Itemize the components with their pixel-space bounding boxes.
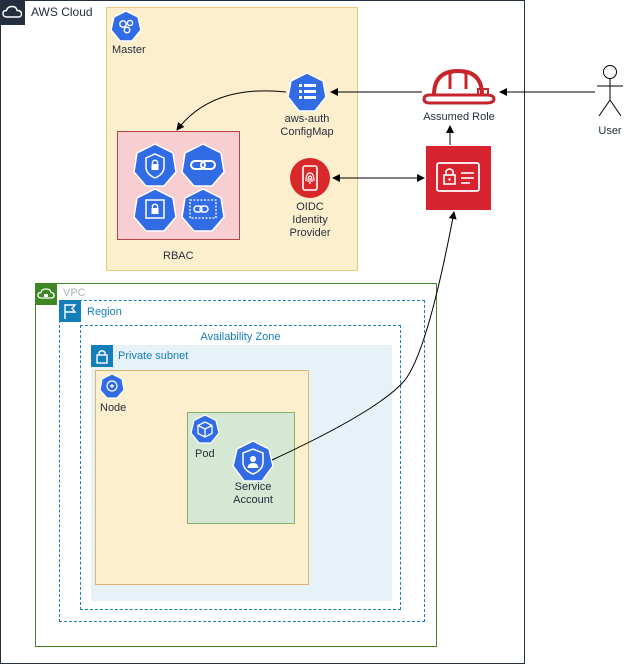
fingerprint-phone-icon [289, 157, 331, 199]
aws-auth-label-line2: ConfigMap [280, 126, 334, 138]
padlock-icon [91, 345, 113, 367]
hard-hat-icon [420, 63, 498, 109]
service-account-to-iam-arrow [271, 211, 457, 461]
rbac-label: RBAC [163, 250, 194, 262]
availability-zone-group [80, 325, 401, 610]
pod-label: Pod [195, 448, 215, 460]
node-label: Node [100, 402, 127, 414]
stick-figure-icon [595, 64, 624, 122]
assumed-role-label: Assumed Role [423, 111, 495, 123]
private-subnet-label: Private subnet [118, 350, 189, 362]
user-label: User [598, 125, 622, 137]
configmap-to-rbac-arrow [176, 90, 287, 131]
kubernetes-icon [110, 10, 142, 42]
region-label: Region [87, 306, 122, 318]
oidc-label-line2: Identity [292, 214, 328, 226]
service-account-label-line2: Account [233, 494, 273, 506]
service-account-label-line1: Service [234, 481, 272, 493]
flag-icon [59, 300, 81, 322]
rbac-icons [133, 143, 229, 233]
oidc-label-line3: Provider [289, 227, 331, 239]
aws-cloud-group [0, 0, 525, 664]
vpc-lock-cloud-icon [35, 283, 57, 305]
node-kubernetes-icon [99, 373, 125, 399]
binding-icon [181, 188, 225, 232]
iam-credential-icon [426, 146, 491, 210]
person-icon [232, 440, 274, 482]
cloud-icon [0, 0, 25, 25]
vpc-label: VPC [63, 287, 86, 299]
vpc-group [35, 283, 437, 647]
shield-lock-icon [133, 143, 177, 187]
link-icon [181, 143, 225, 187]
cube-icon [190, 414, 220, 444]
locked-card-icon [133, 188, 177, 232]
oidc-label-line1: OIDC [296, 201, 324, 213]
availability-zone-label: Availability Zone [200, 331, 281, 343]
aws-auth-label-line1: aws-auth [284, 113, 330, 125]
region-group [59, 300, 425, 622]
configmap-icon [287, 72, 327, 112]
master-label: Master [112, 44, 146, 56]
aws-cloud-label: AWS Cloud [31, 5, 93, 19]
